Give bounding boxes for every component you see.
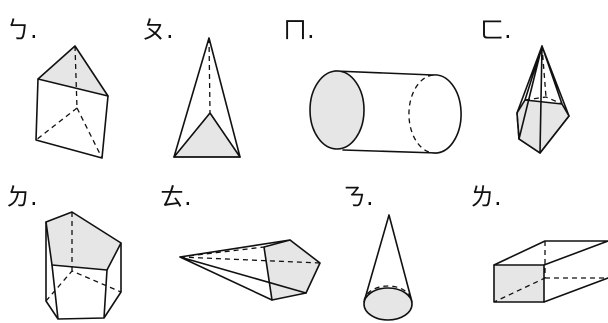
triangular-prism: [35, 45, 109, 159]
rect-prism-front-face: [493, 264, 545, 303]
hex-pyramid-front-base-edges: [516, 112, 570, 154]
pyramid-lateral-edges: [173, 37, 241, 158]
pent-prism-top-face: [45, 211, 122, 271]
label-c: ㄇ.: [283, 16, 315, 44]
label-g: ㄋ.: [342, 183, 374, 211]
pent-pyramid-base-face: [263, 239, 321, 301]
pyramid-hidden-base-edge-left: [173, 112, 211, 158]
prism-front-face: [35, 78, 109, 159]
pent-pyramid-visible-edges: [179, 239, 307, 301]
label-b: ㄆ.: [142, 16, 174, 44]
rectangular-prism: [493, 240, 608, 303]
cylinder-back-rim-visible: [432, 74, 462, 154]
cone: [363, 214, 413, 321]
pent-prism-hidden-edges: [45, 212, 122, 302]
hex-pyramid-lateral-edges: [516, 45, 570, 154]
label-e: ㄉ.: [6, 183, 38, 211]
cone-hidden-base-rim: [363, 285, 413, 303]
pyramid-hidden-lateral-edge: [208, 37, 211, 114]
prism-hidden-base-edge-left: [35, 107, 78, 141]
cone-base-face: [363, 287, 413, 321]
label-h: ㄌ.: [470, 183, 502, 211]
hexagonal-pyramid: [516, 45, 570, 154]
cylinder-side-lines: [334, 70, 438, 154]
prism-hidden-vertical-edge: [74, 45, 78, 109]
pentagonal-pyramid: [179, 239, 321, 301]
label-d: ㄈ.: [480, 16, 512, 44]
cylinder: [309, 70, 462, 154]
triangular-pyramid: [173, 37, 241, 158]
pent-prism-visible-edges: [45, 221, 122, 320]
cone-lateral-edges: [363, 214, 413, 303]
cylinder-front-face: [309, 70, 365, 150]
cylinder-back-rim-hidden: [408, 74, 438, 154]
hex-pyramid-hidden-base-edges: [524, 96, 563, 105]
prism-top-face: [37, 45, 109, 97]
prism-hidden-base-edge-right: [76, 107, 103, 159]
label-a: ㄅ.: [6, 16, 38, 44]
pentagonal-prism: [45, 211, 122, 320]
rect-prism-hidden-edges: [493, 241, 608, 303]
label-f: ㄊ.: [160, 183, 192, 211]
